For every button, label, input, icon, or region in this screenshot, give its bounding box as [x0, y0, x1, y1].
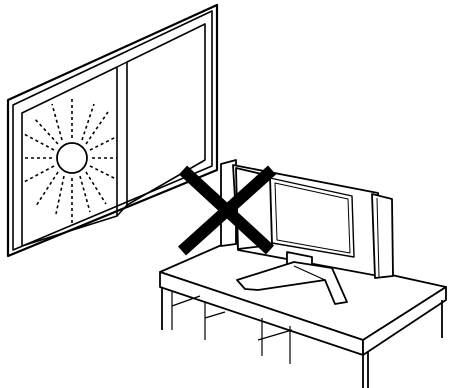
- tv-right-speaker: [371, 193, 394, 279]
- x-mark-stroke-2: [177, 165, 277, 256]
- sun-rays: [22, 96, 117, 226]
- tv-stand-edge: [293, 265, 326, 281]
- tv-icon: [220, 159, 394, 305]
- window-mullion: [116, 61, 128, 68]
- tv-screen-inner: [274, 182, 351, 254]
- sun-icon: [22, 96, 117, 226]
- table-icon: [159, 239, 447, 388]
- sun-disc: [56, 142, 88, 174]
- window-pane-right: [126, 23, 206, 206]
- table-side-edge: [362, 286, 447, 356]
- x-mark-icon: [177, 165, 277, 256]
- window-outer-frame: [6, 3, 219, 258]
- table-shelf-lines: [171, 292, 293, 364]
- window-inner-frame: [12, 10, 213, 251]
- window-mullion-bottom: [116, 204, 128, 217]
- tv-stand-base: [236, 261, 348, 305]
- window-icon: [6, 3, 219, 258]
